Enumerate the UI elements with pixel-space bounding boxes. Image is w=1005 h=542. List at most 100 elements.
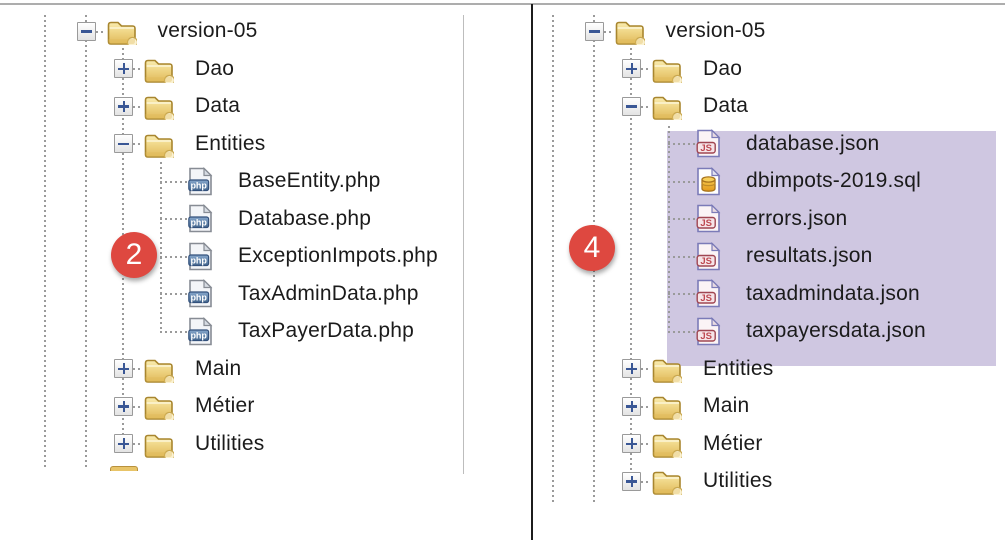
folder-name-label[interactable]: Métier [195, 394, 255, 417]
folder-name-label[interactable]: Data [703, 94, 749, 117]
folder-name-label[interactable]: Main [195, 356, 242, 380]
plus-icon[interactable] [622, 434, 641, 453]
svg-text:JS: JS [700, 218, 712, 229]
minus-icon[interactable] [114, 134, 133, 153]
folder-name-label[interactable]: Data [195, 94, 241, 117]
tree-row[interactable]: JS taxadmindata.json [668, 275, 920, 313]
tree-row[interactable]: Entities [622, 350, 773, 388]
folder-icon [143, 92, 174, 120]
folder-name-label[interactable]: Dao [195, 56, 235, 80]
tree-connector-line [668, 255, 696, 258]
tree-row[interactable]: Main [622, 387, 749, 425]
tree-connector-line [133, 368, 143, 370]
folder-name-label[interactable]: Utilities [195, 431, 265, 455]
file-name-label[interactable]: errors.json [746, 206, 848, 230]
plus-icon[interactable] [622, 471, 641, 491]
plus-icon[interactable] [622, 396, 641, 416]
tree-row[interactable]: php Database.php [160, 200, 371, 238]
tree-connector-line [133, 405, 143, 408]
panel-divider-line [531, 4, 533, 540]
folder-name-label[interactable]: Utilities [703, 469, 773, 492]
tree-guide-line [85, 15, 87, 470]
tree-row[interactable]: Dao [622, 50, 742, 88]
tree-connector-line [641, 368, 651, 370]
file-name-label[interactable]: TaxPayerData.php [238, 319, 414, 342]
left-panel-edge-line [463, 15, 464, 474]
tree-row[interactable]: Métier [114, 387, 255, 425]
plus-icon[interactable] [114, 96, 133, 116]
file-name-label[interactable]: resultats.json [746, 244, 873, 267]
tree-row[interactable]: dbimpots-2019.sql [668, 162, 921, 200]
file-name-label[interactable]: Database.php [238, 206, 372, 230]
tree-connector-line [641, 105, 651, 108]
tree-connector-line [95, 30, 106, 33]
folder-icon [651, 55, 682, 83]
tree-guide-line [44, 15, 46, 470]
plus-icon[interactable] [114, 359, 133, 378]
minus-icon[interactable] [584, 21, 604, 41]
tree-row[interactable]: php BaseEntity.php [160, 162, 381, 200]
php-file-icon: php [188, 204, 213, 233]
folder-name-label[interactable]: Entities [195, 131, 266, 155]
tree-row[interactable]: Data [114, 87, 240, 125]
plus-icon[interactable] [114, 59, 133, 78]
minus-icon[interactable] [622, 96, 641, 116]
plus-icon[interactable] [114, 396, 133, 416]
tree-connector-line [641, 480, 651, 483]
tree-guide-line [668, 126, 670, 332]
tree-row[interactable]: JS taxpayersdata.json [668, 312, 926, 350]
folder-name-label[interactable]: Main [703, 394, 750, 417]
tree-connector-line [668, 143, 696, 145]
file-name-label[interactable]: dbimpots-2019.sql [746, 169, 921, 192]
tree-row[interactable]: Dao [114, 50, 234, 88]
tree-row[interactable]: php TaxPayerData.php [160, 312, 414, 350]
tree-connector-line [133, 443, 143, 445]
tree-row[interactable]: php TaxAdminData.php [160, 275, 419, 313]
tree-row[interactable]: Data [622, 87, 748, 125]
tree-connector-line [133, 105, 143, 108]
tree-row[interactable]: Métier [622, 425, 763, 463]
tree-row[interactable]: Utilities [622, 462, 772, 500]
folder-name-label[interactable]: Entities [703, 356, 774, 380]
folder-icon [614, 17, 645, 45]
tree-row[interactable]: JS resultats.json [668, 237, 873, 275]
folder-icon [143, 392, 174, 420]
folder-icon [651, 355, 682, 383]
tree-connector-line [668, 180, 696, 183]
folder-name-label[interactable]: version-05 [665, 19, 766, 42]
file-name-label[interactable]: ExceptionImpots.php [238, 244, 438, 267]
folder-icon [143, 55, 174, 83]
tree-row[interactable]: version-05 [76, 12, 258, 50]
tree-row[interactable]: version-05 [584, 12, 766, 50]
php-file-icon: php [188, 316, 213, 346]
file-name-label[interactable]: BaseEntity.php [238, 169, 381, 192]
file-name-label[interactable]: taxadmindata.json [746, 281, 920, 305]
folder-icon [143, 355, 174, 383]
tree-row[interactable]: Entities [114, 125, 265, 163]
minus-icon[interactable] [76, 21, 96, 41]
plus-icon[interactable] [114, 434, 133, 453]
tree-connector-line [160, 330, 188, 333]
svg-text:JS: JS [700, 293, 712, 304]
plus-icon[interactable] [622, 59, 641, 78]
folder-name-label[interactable]: version-05 [157, 19, 258, 42]
php-file-icon: php [188, 279, 213, 308]
svg-text:php: php [190, 180, 207, 190]
folder-name-label[interactable]: Métier [703, 431, 763, 455]
tree-row[interactable]: JS errors.json [668, 200, 847, 238]
plus-icon[interactable] [622, 359, 641, 378]
tree-guide-line [552, 15, 554, 503]
tree-row[interactable]: Utilities [114, 425, 264, 463]
file-name-label[interactable]: database.json [746, 131, 880, 155]
svg-text:php: php [190, 218, 207, 228]
folder-icon [143, 430, 174, 458]
tree-row[interactable]: Main [114, 350, 241, 388]
json-file-icon: JS [696, 316, 721, 346]
svg-text:JS: JS [700, 256, 712, 267]
folder-name-label[interactable]: Dao [703, 56, 743, 80]
file-name-label[interactable]: TaxAdminData.php [238, 281, 419, 305]
file-name-label[interactable]: taxpayersdata.json [746, 319, 926, 342]
